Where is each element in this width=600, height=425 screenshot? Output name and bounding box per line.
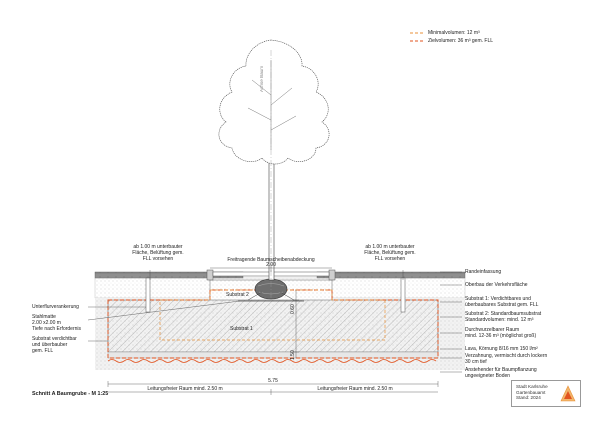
right-leaders	[440, 271, 462, 373]
substrat-2-label: Substrat 2	[226, 292, 249, 298]
label-center-top: Freitragende Baumscheibenabdeckung	[227, 257, 315, 263]
label-right-top: ab 1.00 m unterbauter Fläche, Belüftung …	[364, 244, 416, 262]
legend-min-text: Minimalvolumen: 12 m³	[428, 30, 480, 36]
stamp-line-3: Stand: 2024	[516, 395, 541, 400]
city-logo-icon	[560, 385, 576, 402]
aeration-pipe-left	[145, 277, 151, 313]
label-right-4: Substrat 2: Standardbaumsubstrat Standar…	[465, 311, 542, 323]
label-right-6: Lava, Körnung 8/16 mm 150 l/m²	[465, 346, 538, 352]
dim-right-value: Leitungsfreier Raum mind. 2.50 m	[317, 386, 393, 392]
tree-axis-label: Achse Baum	[259, 65, 264, 92]
aeration-pipe-right	[400, 277, 406, 313]
interlock-wave-line	[107, 359, 437, 363]
label-right-2: Oberbau der Verkehrsfläche	[465, 282, 528, 288]
anchor-line-right	[279, 291, 295, 301]
label-left-2: Stahlmatte 2.00 x2.00 m Tiefe nach Erfor…	[32, 314, 82, 332]
tree-crown	[218, 39, 330, 165]
dim-left-value: Leitungsfreier Raum mind. 2.50 m	[147, 386, 223, 392]
label-right-7: Verzahnung, vermischt durch lockern 30 c…	[465, 353, 548, 365]
title-block-text: Stadt Karlsruhe Gartenbauamt Stand: 2024	[516, 384, 548, 401]
label-right-1: Randeinfassung	[465, 269, 502, 275]
drawing-title: Schnitt A Baumgrube - M 1:25	[32, 391, 109, 397]
lava-layer	[107, 351, 439, 359]
anchor-line-left	[247, 291, 263, 301]
left-leaders	[87, 300, 241, 342]
min-volume-outline	[159, 289, 386, 341]
dim-total-value: 5.75	[268, 378, 278, 384]
label-right-5: Durchwurzelbarer Raum mind. 12-36 m³ (mö…	[465, 327, 537, 339]
title-block: Stadt Karlsruhe Gartenbauamt Stand: 2024	[511, 380, 581, 407]
substrat-1-label: Substrat 1	[230, 326, 253, 332]
legend-target-text: Zielvolumen: 36 m³ gem. FLL	[428, 38, 494, 44]
stamp-line-1: Stadt Karlsruhe	[516, 384, 548, 389]
paving-surface-right	[316, 271, 466, 279]
label-left-3: Substrat verdichtbar und überbauber gem.…	[32, 336, 77, 354]
dim-depth-2-value: 1.50	[290, 350, 296, 360]
stamp-line-2: Gartenbauamt	[516, 389, 546, 395]
label-left-1: Unterflurverankerung	[32, 304, 79, 310]
label-right-8: Anstehender für Baumpflanzung ungeeignet…	[465, 367, 537, 379]
dim-top-value: 2.00	[266, 262, 276, 268]
label-left-top: ab 1.00 m unterbauter Fläche, Belüftung …	[132, 244, 184, 262]
curb-right	[328, 269, 336, 281]
dim-depth-1-value: 0.60	[290, 304, 296, 314]
curb-left	[206, 269, 214, 281]
label-right-3: Substrat 1: Verdichtbares und überbaubar…	[465, 296, 539, 308]
